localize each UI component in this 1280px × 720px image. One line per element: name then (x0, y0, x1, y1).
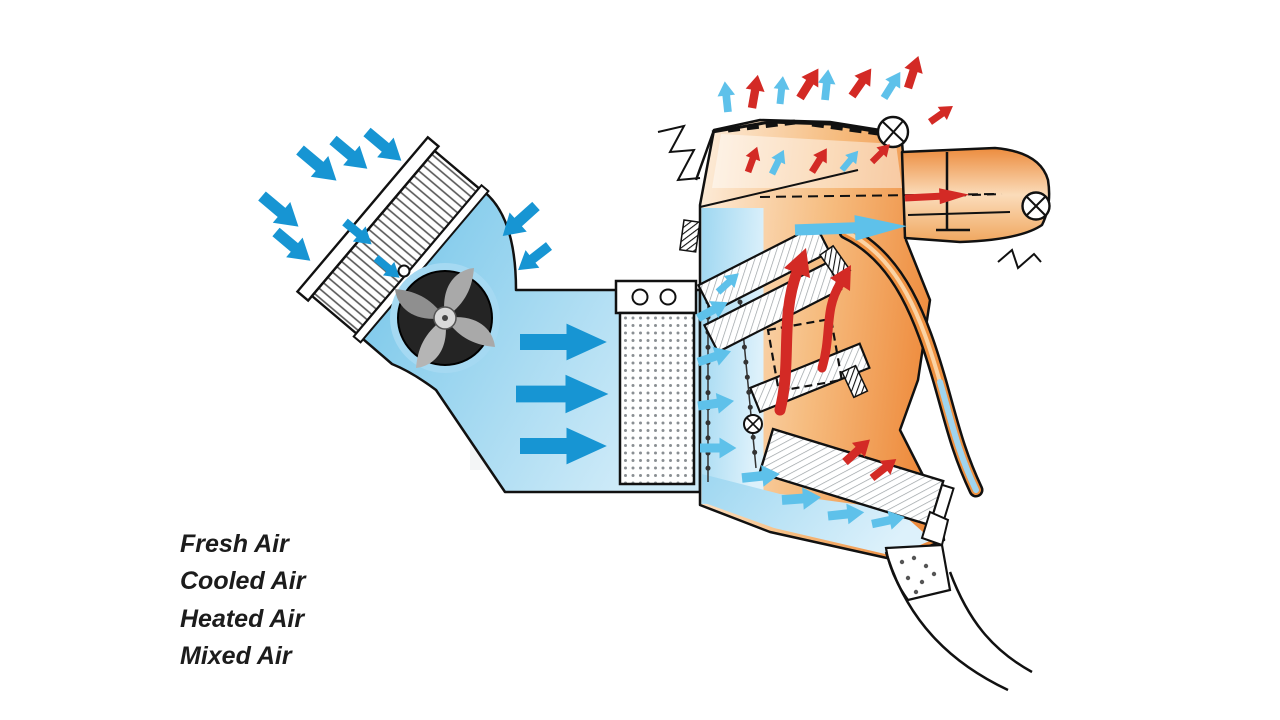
blower-fan (390, 263, 500, 373)
defroster-chamber (712, 134, 902, 188)
defroster-slots (727, 119, 796, 133)
grille-pivot (397, 264, 411, 278)
bolt-icon (743, 414, 763, 434)
panel-break-mark (997, 248, 1042, 270)
defroster-slots (811, 121, 879, 136)
heated-air-arrows (774, 186, 970, 485)
evaporator-fitting (631, 288, 649, 306)
drain-tube (884, 551, 1009, 692)
panel-break-mark (657, 124, 701, 182)
drain-tube (948, 571, 1033, 674)
side-vent-duct (900, 146, 1051, 270)
condensate-drain (884, 543, 1033, 692)
water-droplets (899, 555, 937, 595)
heater-hose (838, 224, 984, 498)
fresh-air-intake-grille (295, 135, 490, 344)
legend-item-fresh-air: Fresh Air (180, 530, 290, 558)
duct-airflow-arrows (516, 323, 609, 465)
lower-heater-core (758, 427, 955, 547)
legend: Fresh Air Cooled Air Heated Air Mixed Ai… (180, 530, 307, 670)
legend-item-mixed-air: Mixed Air (180, 642, 293, 670)
legend-item-heated-air: Heated Air (180, 605, 305, 633)
defroster-vent-icon (876, 115, 910, 149)
evaporator-core (618, 311, 696, 486)
cool-lower-stream (702, 474, 932, 556)
evaporator-fitting (659, 288, 677, 306)
side-vent-outlet-icon (1021, 191, 1051, 221)
evaporator (614, 279, 698, 486)
legend-item-cooled-air: Cooled Air (180, 567, 307, 595)
